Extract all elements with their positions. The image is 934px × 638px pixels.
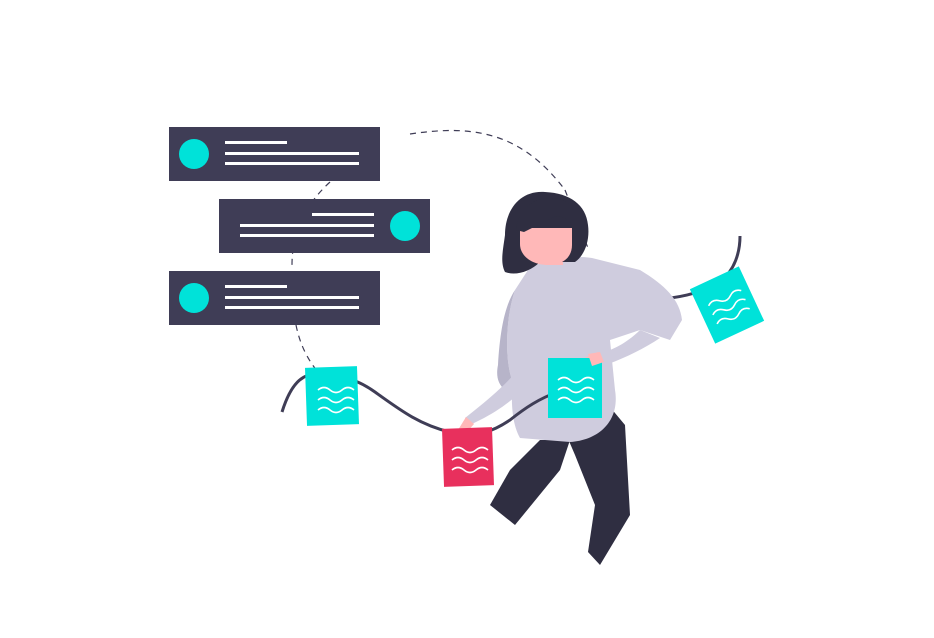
message-card-3 [169,271,380,325]
note-2 [442,427,494,487]
note-4 [689,266,765,344]
left-arm [465,372,528,425]
message-card-1 [169,127,380,181]
message-card-2 [219,199,430,253]
note-3 [548,358,602,418]
avatar-icon [390,211,420,241]
face [520,228,572,265]
hand-icon [588,352,604,366]
note-1 [305,366,359,426]
avatar-icon [179,283,209,313]
shirt-shadow [497,290,515,395]
right-arm [595,330,660,364]
avatar-icon [179,139,209,169]
pants [490,440,570,525]
